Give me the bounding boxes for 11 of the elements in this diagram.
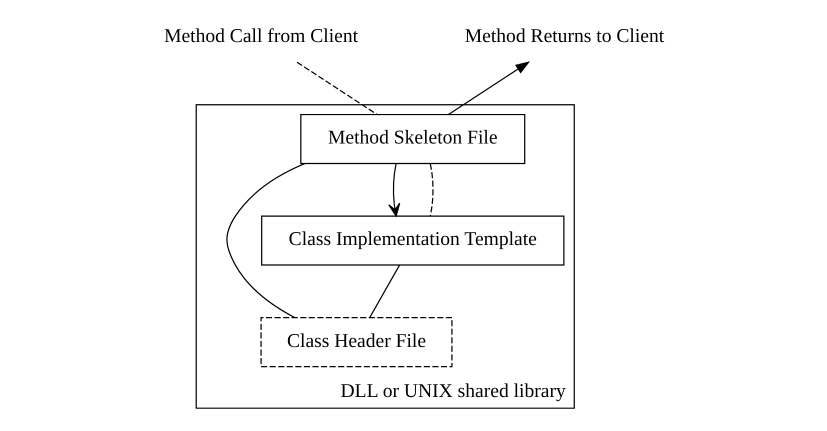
arrow: [388, 164, 400, 217]
connector: [226, 163, 305, 318]
node-text: Method Call from Client: [164, 26, 358, 48]
arrow: [448, 61, 530, 115]
connector: [368, 265, 400, 318]
connector: [296, 62, 377, 115]
node-box: Class Implementation Template: [260, 216, 564, 266]
connector: [429, 164, 434, 216]
node-box: Class Header File: [260, 317, 452, 368]
node-box: Method Skeleton File: [300, 114, 525, 164]
node-text: Method Returns to Client: [464, 26, 664, 48]
